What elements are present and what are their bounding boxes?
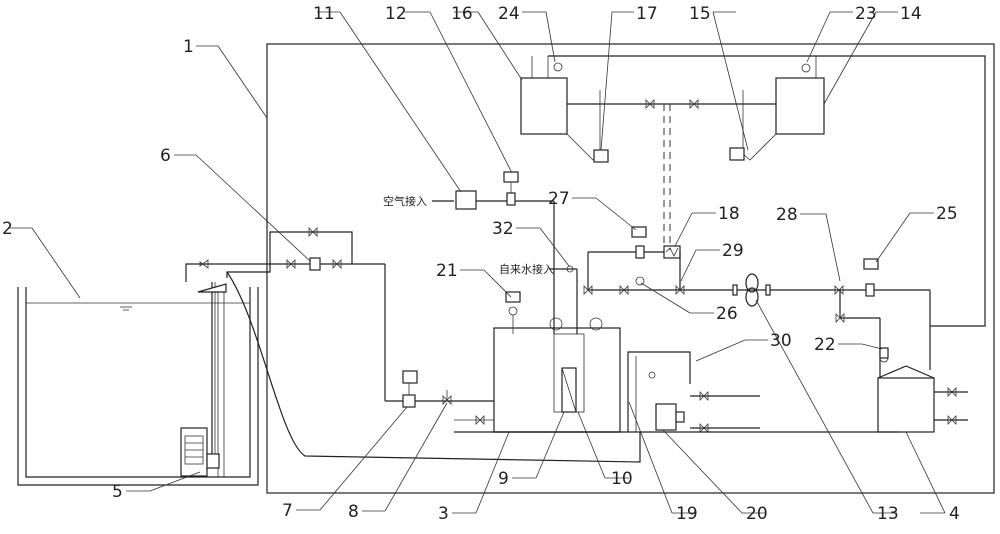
enclosure-frame — [266, 43, 995, 494]
label-26: 26 — [716, 304, 738, 324]
label-24: 24 — [498, 4, 520, 24]
dosing-tank-14 — [742, 56, 825, 161]
dosing-tank-16 — [520, 56, 601, 161]
reaction-tank — [493, 317, 621, 433]
label-23: 23 — [855, 4, 877, 24]
label-13: 13 — [877, 504, 899, 524]
label-18: 18 — [718, 204, 740, 224]
label-2: 2 — [2, 219, 13, 239]
label-14: 14 — [900, 4, 922, 24]
air-filter-11 — [455, 190, 477, 210]
label-1: 1 — [183, 37, 194, 57]
label-20: 20 — [746, 504, 768, 524]
label-32: 32 — [492, 219, 514, 239]
label-29: 29 — [722, 241, 744, 261]
label-4: 4 — [949, 504, 960, 524]
label-17: 17 — [636, 4, 658, 24]
pump-13 — [745, 273, 759, 293]
label-10: 10 — [611, 469, 633, 489]
label-30: 30 — [770, 331, 792, 351]
meter-17 — [593, 149, 609, 163]
label-7: 7 — [282, 501, 293, 521]
label-19: 19 — [676, 504, 698, 524]
label-5: 5 — [112, 482, 123, 502]
label-28: 28 — [776, 205, 798, 225]
tap-water-inlet-text: 自来水接入 — [499, 263, 554, 276]
label-12: 12 — [385, 4, 407, 24]
air-inlet-text: 空气接入 — [383, 194, 427, 208]
label-11: 11 — [313, 4, 335, 24]
pump-20 — [655, 403, 677, 431]
label-21: 21 — [436, 261, 458, 281]
source-water-tank — [17, 287, 259, 486]
flowmeter-6 — [309, 257, 321, 271]
label-16: 16 — [451, 4, 473, 24]
label-15: 15 — [689, 4, 711, 24]
label-3: 3 — [438, 504, 449, 524]
label-9: 9 — [498, 469, 509, 489]
instrument-7 — [402, 394, 416, 408]
label-6: 6 — [160, 146, 171, 166]
submersible-pump — [180, 282, 220, 477]
label-27: 27 — [548, 189, 570, 209]
label-25: 25 — [936, 204, 958, 224]
label-8: 8 — [348, 502, 359, 522]
product-tank — [877, 353, 968, 433]
valve-8 — [442, 395, 452, 405]
label-22: 22 — [814, 335, 836, 355]
